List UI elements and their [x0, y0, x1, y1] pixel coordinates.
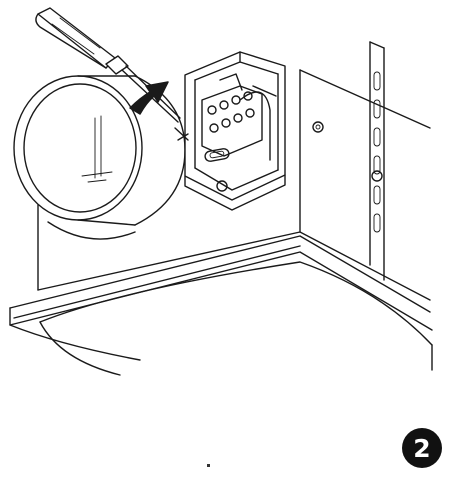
terminal-box	[174, 51, 286, 211]
stray-mark	[207, 464, 210, 467]
wall-bracket	[369, 41, 385, 281]
terminal-block	[201, 73, 263, 157]
duct-connector	[13, 75, 186, 240]
fan-housing	[37, 69, 431, 301]
curved-arrow-icon	[129, 81, 169, 115]
step-number-badge: 2	[402, 428, 442, 468]
screwdriver-icon	[35, 7, 181, 123]
grille-cover	[9, 235, 433, 376]
